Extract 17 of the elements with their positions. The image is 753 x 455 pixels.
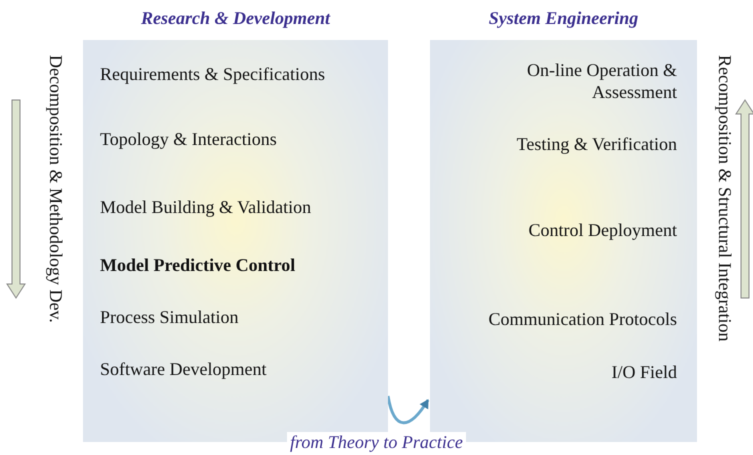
edge-label: from Theory to Practice xyxy=(287,432,466,453)
panel-heading: Research & Development xyxy=(140,8,332,29)
stage-text: Communication Protocols xyxy=(488,308,677,330)
panel-heading: System Engineering xyxy=(488,8,640,29)
stage-text: Testing & Verification xyxy=(516,133,677,155)
stage-text: Requirements & Specifications xyxy=(100,63,325,85)
stage-text: Topology & Interactions xyxy=(100,128,277,150)
stage-text: Model Predictive Control xyxy=(100,254,296,276)
curved-arrow xyxy=(386,396,430,424)
stage-text: Model Building & Validation xyxy=(100,196,312,218)
axis-caption: Recomposition & Structural Integration xyxy=(714,55,735,342)
stage-text: Process Simulation xyxy=(100,306,238,328)
axis-caption: Decomposition & Methodology Dev. xyxy=(45,55,66,323)
stage-text: On-line Operation & Assessment xyxy=(457,59,677,103)
stage-text: Control Deployment xyxy=(528,219,677,241)
stage-text: Software Development xyxy=(100,358,266,380)
stage-text: I/O Field xyxy=(612,361,677,383)
